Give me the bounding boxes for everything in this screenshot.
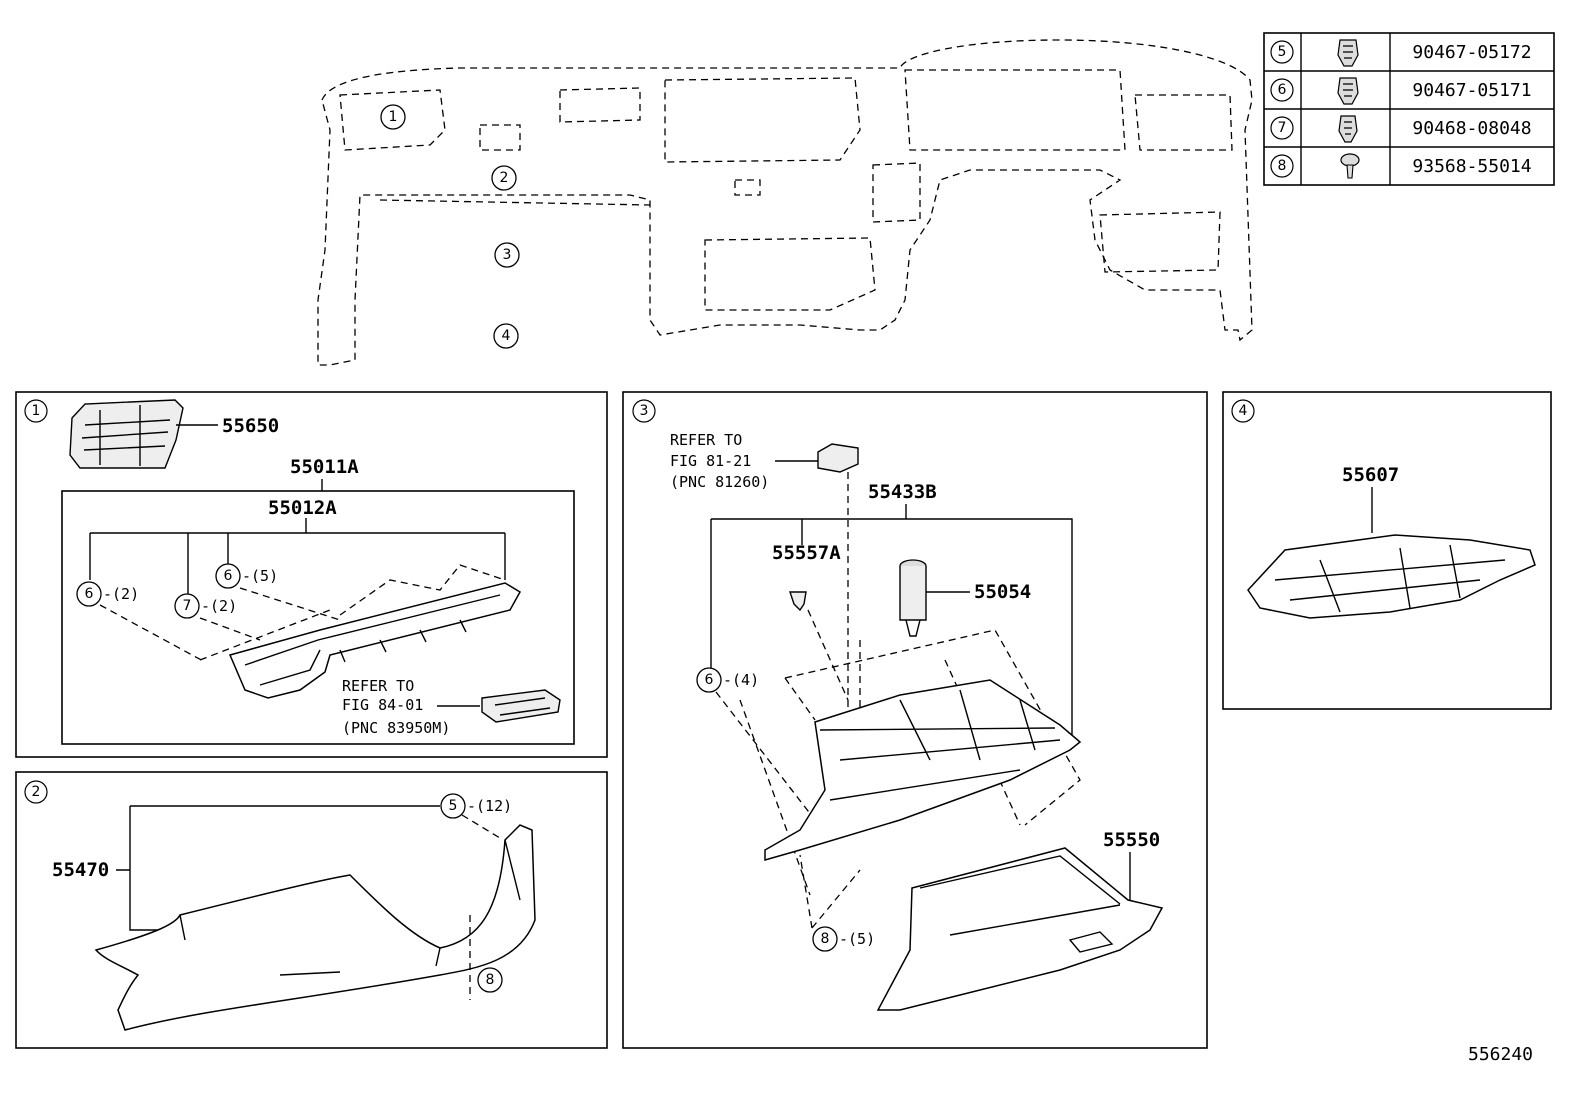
quantity: -(2): [201, 597, 237, 615]
quantity: -(2): [103, 585, 139, 603]
fastener-dashed-leaders: [99, 564, 506, 663]
legend-part-number: 90468-08048: [1412, 118, 1531, 139]
callout-number: 5: [449, 798, 458, 814]
screw-dashed-leaders: [799, 854, 861, 929]
part-label-55607[interactable]: 55607: [1342, 464, 1399, 486]
panel-number: 1: [32, 403, 41, 419]
callout-8[interactable]: 8: [477, 967, 503, 993]
clip-icon: [1338, 115, 1358, 143]
dashed-leader: [807, 609, 849, 701]
lower-panel-55470[interactable]: [94, 824, 536, 1031]
fastener-dashed-leader: [461, 814, 501, 839]
callout-number: 8: [821, 931, 830, 947]
panel-number: 2: [32, 784, 41, 800]
callout-number: 4: [502, 328, 511, 344]
legend-row-5: 5 90467-05172: [1270, 39, 1532, 67]
legend-ref: 5: [1278, 44, 1287, 60]
refer-text-line-2: FIG 84-01: [342, 696, 423, 714]
callout-number: 1: [389, 109, 398, 125]
refer-text-line-2: FIG 81-21: [670, 452, 751, 470]
callout-number: 6: [224, 568, 233, 584]
quantity: -(4): [723, 671, 759, 689]
legend-part-number: 93568-55014: [1412, 156, 1531, 177]
overview-callout-4[interactable]: 4: [493, 323, 519, 349]
part-label-55550[interactable]: 55550: [1103, 829, 1160, 851]
clip-icon: [1337, 39, 1359, 67]
bracket-lines: [710, 518, 1073, 735]
callout-5-qty-12[interactable]: 5 -(12): [440, 793, 512, 819]
callout-number: 3: [503, 247, 512, 263]
overview-callout-2[interactable]: 2: [491, 165, 517, 191]
legend-ref: 7: [1278, 120, 1287, 136]
refer-text-line-1: REFER TO: [670, 431, 742, 449]
legend-part-number: 90467-05172: [1412, 42, 1531, 63]
clip-icon: [1337, 77, 1359, 105]
refer-text-line-3: (PNC 81260): [670, 473, 769, 491]
part-label-55650[interactable]: 55650: [222, 415, 279, 437]
part-label-55011A[interactable]: 55011A: [290, 456, 359, 478]
panel-2: 2 55470 5 -(12) 8: [15, 771, 608, 1049]
callout-6-qty-5[interactable]: 6 -(5): [215, 563, 278, 589]
switch-reference-icon[interactable]: [481, 689, 561, 723]
panel-3: 3 REFER TO FIG 81-21 (PNC 81260) 55433B …: [622, 391, 1208, 1049]
overview-callout-3[interactable]: 3: [494, 242, 520, 268]
screw-icon: [1340, 153, 1360, 179]
part-label-55012A[interactable]: 55012A: [268, 497, 337, 519]
air-vent-55650[interactable]: [69, 399, 184, 469]
panel-4: 4 55607: [1222, 391, 1552, 710]
bracket-lines: [89, 518, 506, 596]
callout-number: 6: [705, 672, 714, 688]
refer-text-line-1: REFER TO: [342, 677, 414, 695]
refer-text-line-3: (PNC 83950M): [342, 719, 450, 737]
callout-7-qty-2[interactable]: 7 -(2): [174, 593, 237, 619]
legend-row-7: 7 90468-08048: [1270, 115, 1532, 143]
undercover-55607[interactable]: [1247, 534, 1536, 619]
glove-box-frame-55433B[interactable]: [764, 679, 1082, 861]
part-label-55470[interactable]: 55470: [52, 859, 109, 881]
part-label-55054[interactable]: 55054: [974, 581, 1031, 603]
fastener-dashed-leaders: [715, 629, 1081, 896]
figure-id: 556240: [1468, 1044, 1533, 1065]
panel-number: 4: [1239, 403, 1248, 419]
glove-box-door-55550[interactable]: [876, 847, 1164, 1011]
legend-row-6: 6 90467-05171: [1270, 77, 1532, 105]
callout-number: 8: [486, 972, 495, 988]
instrument-panel-overview: [317, 39, 1253, 366]
overview-callout-1[interactable]: 1: [380, 104, 406, 130]
legend-ref: 8: [1278, 158, 1287, 174]
legend-ref: 6: [1278, 82, 1287, 98]
garnish-55012A[interactable]: [228, 582, 522, 699]
fastener-legend-table: [1263, 32, 1555, 186]
callout-number: 7: [183, 598, 192, 614]
damper-55054[interactable]: [899, 559, 927, 637]
panel-1: 1 55650 55011A 55012A 6 -(2) 7 -(2) 6 -(…: [15, 391, 608, 758]
quantity: -(12): [467, 797, 512, 815]
assembly-box-55011A: [61, 490, 575, 745]
part-label-55557A[interactable]: 55557A: [772, 542, 841, 564]
callout-number: 6: [85, 586, 94, 602]
legend-row-8: 8 93568-55014: [1270, 153, 1532, 179]
part-label-55433B[interactable]: 55433B: [868, 481, 937, 503]
quantity: -(5): [242, 567, 278, 585]
connector-reference-icon[interactable]: [817, 443, 859, 473]
quantity: -(5): [839, 930, 875, 948]
callout-6-qty-4[interactable]: 6 -(4): [696, 667, 759, 693]
clip-55557A[interactable]: [789, 591, 807, 612]
panel-number: 3: [640, 403, 649, 419]
callout-number: 2: [500, 170, 509, 186]
legend-part-number: 90467-05171: [1412, 80, 1531, 101]
callout-8-qty-5[interactable]: 8 -(5): [812, 926, 875, 952]
callout-6-qty-2[interactable]: 6 -(2): [76, 581, 139, 607]
